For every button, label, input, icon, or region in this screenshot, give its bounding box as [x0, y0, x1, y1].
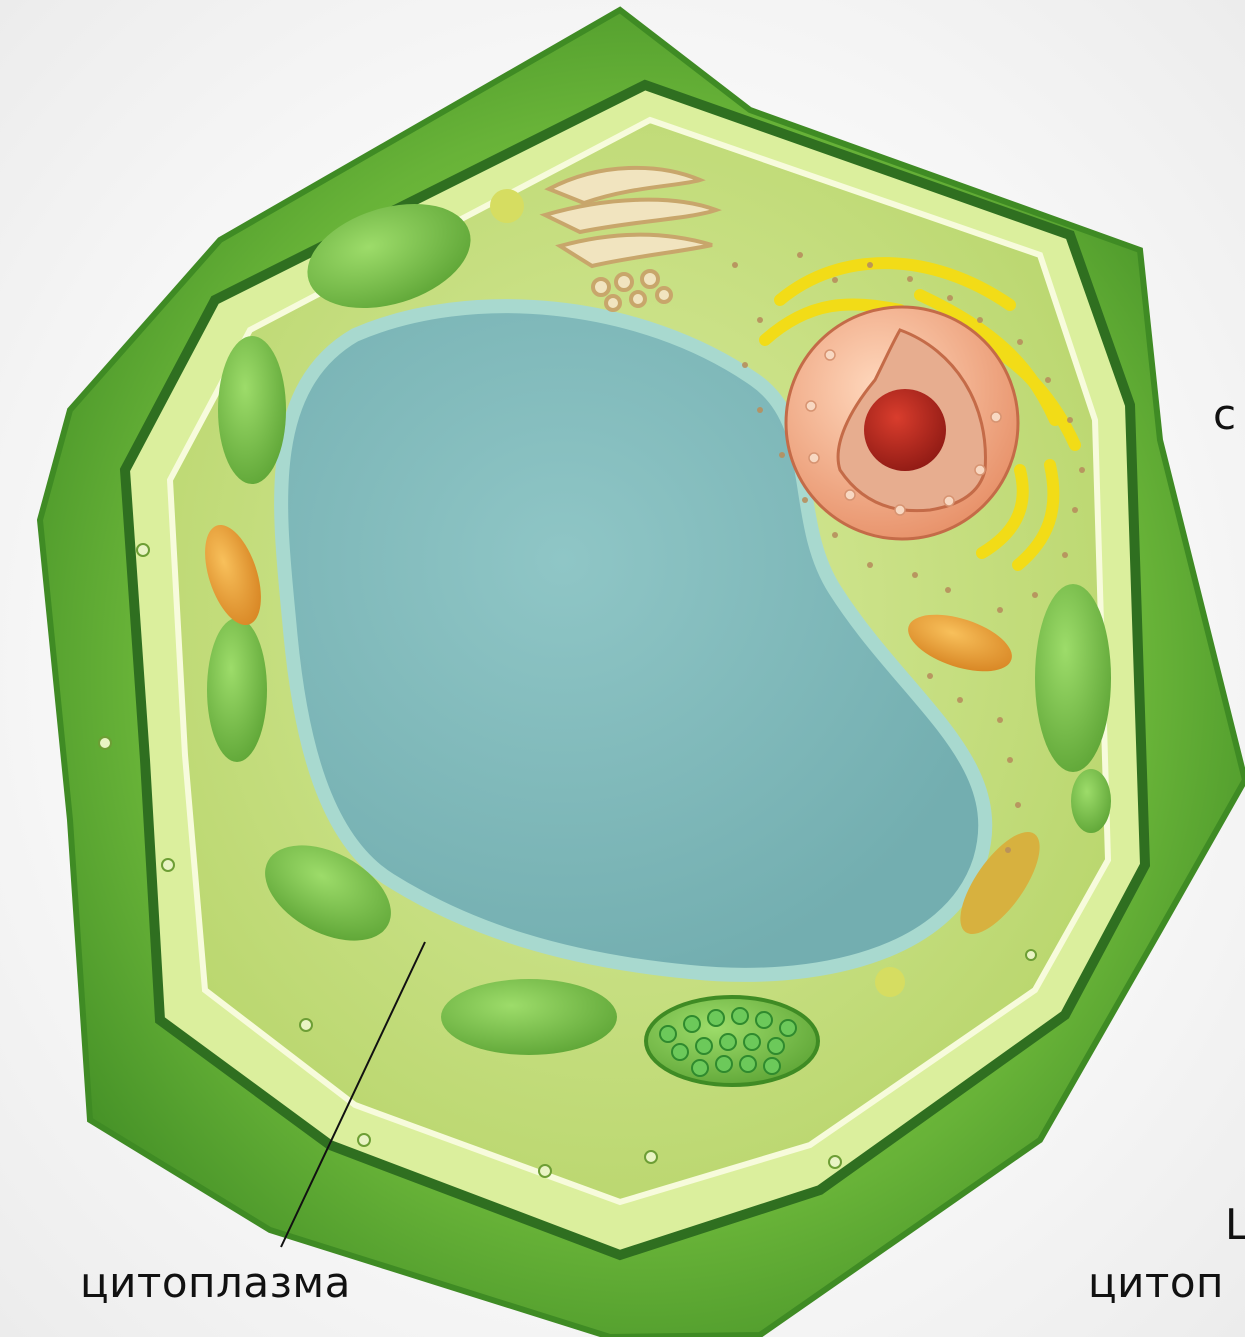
- chloroplast: [207, 618, 267, 762]
- vesicle: [490, 189, 524, 223]
- chloroplast: [1035, 584, 1111, 772]
- chloroplast: [441, 979, 617, 1055]
- right-label-partial-cytop: цитоп: [1088, 1258, 1224, 1307]
- chloroplast: [1071, 769, 1111, 833]
- right-label-partial-c: с: [1213, 390, 1237, 439]
- cytoplasm-label: цитоплазма: [80, 1258, 351, 1307]
- chloroplast: [218, 336, 286, 484]
- nucleolus: [864, 389, 946, 471]
- vesicle: [875, 967, 905, 997]
- right-label-partial-l: Ц: [1225, 1200, 1245, 1249]
